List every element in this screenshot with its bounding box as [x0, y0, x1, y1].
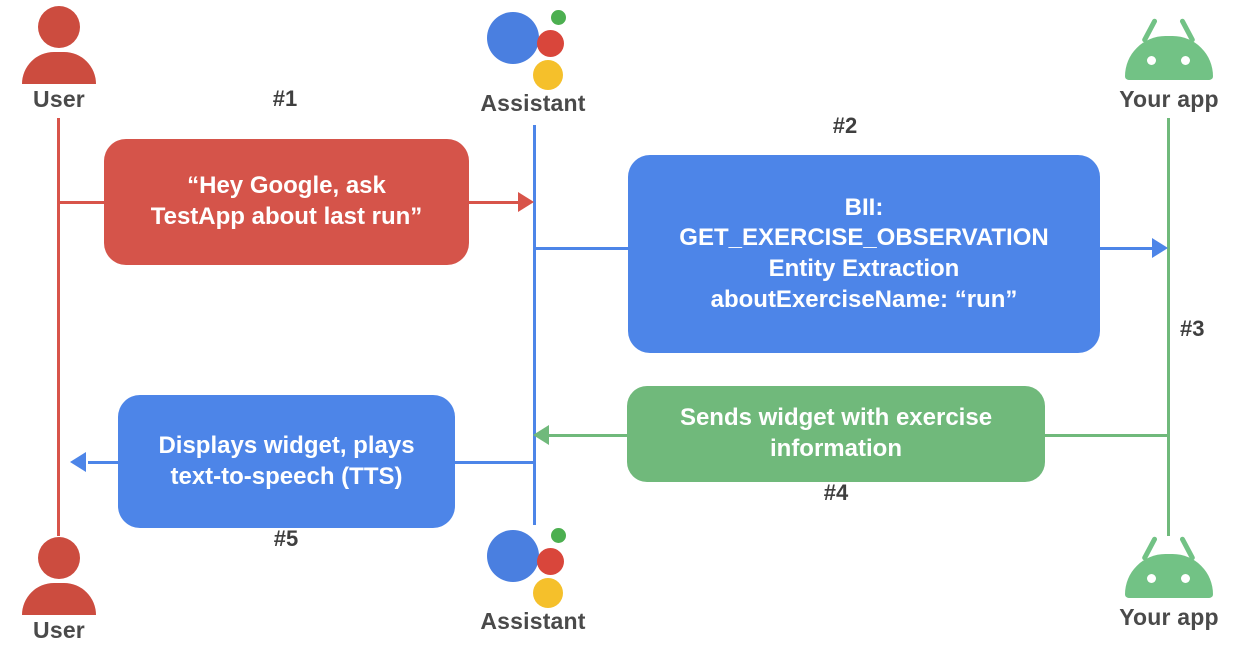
actor-user-bottom: User	[0, 537, 124, 642]
actor-label-user-bottom: User	[33, 617, 85, 643]
connector-step4-right	[1045, 434, 1167, 437]
lifeline-assistant	[533, 125, 536, 525]
assistant-yellow-dot	[533, 578, 563, 608]
actor-label-user-top: User	[33, 86, 85, 112]
message-text-step4: Sends widget with exercise information	[679, 404, 993, 462]
step-label-5: #5	[273, 526, 299, 551]
android-head-shape	[1125, 36, 1213, 80]
actor-your-app-top: Your app	[1104, 12, 1234, 111]
android-eye-left	[1147, 574, 1156, 583]
arrowhead-step1	[518, 192, 534, 212]
arrowhead-step4	[533, 425, 549, 445]
android-robot-icon	[1119, 530, 1219, 602]
assistant-blue-dot	[487, 12, 539, 64]
actor-label-your-app-bottom: Your app	[1119, 604, 1219, 630]
message-text-step1: “Hey Google, ask TestApp about last run”	[150, 172, 423, 230]
lifeline-user	[57, 118, 60, 536]
google-assistant-icon	[485, 524, 581, 608]
assistant-red-dot	[537, 548, 564, 575]
connector-step4-left	[548, 434, 630, 437]
actor-your-app-bottom: Your app	[1104, 530, 1234, 629]
user-body-shape	[22, 583, 96, 615]
assistant-blue-dot	[487, 530, 539, 582]
message-box-step5: Displays widget, plays text-to-speech (T…	[118, 395, 455, 528]
actor-label-your-app-top: Your app	[1119, 86, 1219, 112]
message-box-step4: Sends widget with exercise information	[627, 386, 1045, 482]
message-box-step2: BII: GET_EXERCISE_OBSERVATION Entity Ext…	[628, 155, 1100, 353]
assistant-green-dot	[551, 10, 566, 25]
android-robot-icon	[1119, 12, 1219, 84]
connector-step1-left	[57, 201, 117, 204]
actor-user-top: User	[0, 6, 124, 111]
step-label-2: #2	[832, 113, 858, 138]
connector-step2-left	[533, 247, 631, 250]
step-label-3: #3	[1180, 316, 1205, 341]
message-box-step1: “Hey Google, ask TestApp about last run”	[104, 139, 469, 265]
google-assistant-icon	[485, 6, 581, 90]
android-eye-left	[1147, 56, 1156, 65]
message-text-step2: BII: GET_EXERCISE_OBSERVATION Entity Ext…	[679, 193, 1049, 313]
assistant-red-dot	[537, 30, 564, 57]
android-head-shape	[1125, 554, 1213, 598]
arrowhead-step2	[1152, 238, 1168, 258]
message-text-step5: Displays widget, plays text-to-speech (T…	[158, 431, 415, 490]
user-head-shape	[38, 6, 80, 48]
android-eye-right	[1181, 574, 1190, 583]
connector-step2-right	[1099, 247, 1155, 250]
actor-label-assistant-top: Assistant	[480, 90, 586, 116]
arrowhead-step5	[70, 452, 86, 472]
user-head-shape	[38, 537, 80, 579]
step-label-4: #4	[823, 480, 849, 505]
connector-step1-right	[468, 201, 520, 204]
assistant-green-dot	[551, 528, 566, 543]
actor-assistant-top: Assistant	[468, 6, 598, 115]
connector-step5-right	[455, 461, 535, 464]
user-avatar-icon	[18, 537, 100, 615]
assistant-yellow-dot	[533, 60, 563, 90]
actor-label-assistant-bottom: Assistant	[480, 608, 586, 634]
lifeline-your-app	[1167, 118, 1170, 536]
connector-step5-left	[88, 461, 120, 464]
android-eye-right	[1181, 56, 1190, 65]
step-label-1: #1	[272, 86, 298, 111]
user-body-shape	[22, 52, 96, 84]
user-avatar-icon	[18, 6, 100, 84]
actor-assistant-bottom: Assistant	[468, 524, 598, 633]
